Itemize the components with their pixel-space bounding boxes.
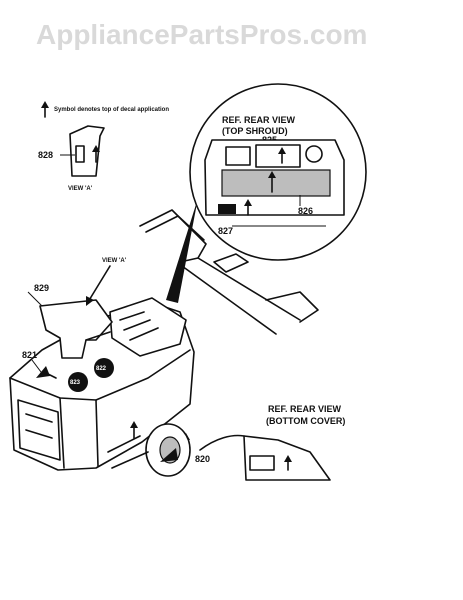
decal-828-arrow-icon: [92, 145, 100, 163]
chute-decal-shape: [69, 125, 105, 177]
part-label-827: 827: [218, 226, 233, 236]
part-label-829: 829: [34, 283, 49, 293]
shroud-vents: [119, 311, 159, 341]
part-label-821: 821: [22, 350, 37, 360]
decal-top-arrow-icon: [41, 101, 49, 118]
bottom-cover-callout: 820 REF. REAR VIEW (BOTTOM COVER): [160, 404, 345, 481]
decal-828: [75, 145, 85, 163]
bottom-cover-title-1: REF. REAR VIEW: [268, 404, 342, 414]
decal-823: [68, 372, 88, 392]
view-a-caption: VIEW 'A': [68, 186, 93, 192]
decal-826-arrow-icon: [268, 171, 276, 193]
decal-826: [221, 169, 331, 197]
part-label-828: 828: [38, 150, 53, 160]
engine-top: [213, 253, 249, 273]
part-label-822: 822: [96, 366, 107, 372]
bottom-cover-title-2: (BOTTOM COVER): [266, 416, 345, 426]
leader-829: [27, 291, 43, 307]
machine-shroud: [109, 297, 187, 357]
decal-822: [94, 358, 114, 378]
decal-825-arrow-icon: [278, 147, 286, 164]
auger-opening: [17, 399, 61, 461]
part-label-823: 823: [70, 380, 81, 386]
handle-rails: [181, 257, 301, 335]
shroud-panel-left: [225, 146, 251, 166]
legend: Symbol denotes top of decal application: [41, 101, 169, 118]
decal-827-arrow-icon: [244, 199, 252, 216]
handle-bar: [139, 209, 207, 263]
decal-821-arrow-icon: [36, 366, 57, 379]
decal-827: [218, 204, 236, 214]
part-label-820: 820: [195, 454, 210, 464]
view-a-detail: 828 VIEW 'A': [38, 125, 105, 192]
decal-820-arrow-icon: [284, 455, 292, 471]
top-shroud-title-2: (TOP SHROUD): [222, 126, 288, 136]
top-shroud-callout: REF. REAR VIEW (TOP SHROUD) 825 826 827: [166, 83, 367, 303]
decal-820: [249, 455, 275, 471]
watermark-text: AppliancePartsPros.com: [36, 19, 367, 50]
snow-thrower-illustration: 829 VIEW 'A' 822 823 821: [9, 209, 319, 477]
side-decal-arrow-icon: [130, 421, 138, 439]
decal-825: [255, 144, 301, 168]
view-a-pointer: [87, 265, 111, 303]
callout-pointer: [166, 198, 198, 303]
view-a-pointer-label: VIEW 'A': [102, 258, 127, 264]
part-label-826: 826: [298, 206, 313, 216]
legend-note: Symbol denotes top of decal application: [54, 107, 169, 113]
shroud-knob: [305, 145, 323, 163]
discharge-chute: [39, 299, 113, 359]
top-shroud-title-1: REF. REAR VIEW: [222, 115, 296, 125]
bottom-cover-pointer: [199, 434, 245, 451]
